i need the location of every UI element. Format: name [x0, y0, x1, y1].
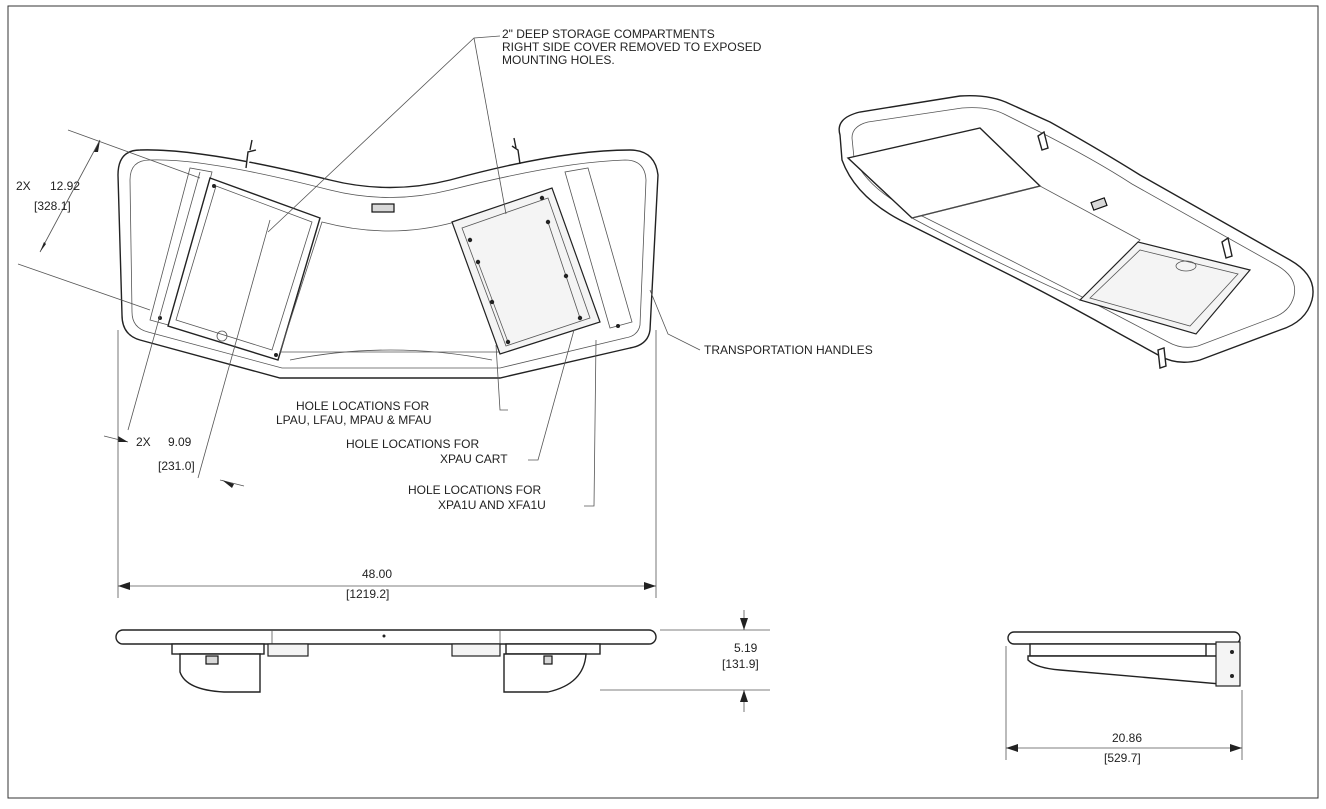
iso-frame-inner [851, 107, 1296, 348]
top-view [117, 137, 659, 379]
holes3-note-line2: XPA1U AND XFA1U [438, 498, 546, 512]
front-right-box [503, 653, 587, 693]
bay-dimension [103, 171, 271, 488]
center-label-plate [371, 203, 395, 213]
front-view-tube [115, 629, 657, 645]
side-in: 20.86 [1112, 731, 1142, 745]
center-tray-lip [289, 349, 493, 361]
right-compartment-inner [461, 197, 591, 347]
mounting-rail-2 [547, 221, 581, 319]
bay-in: 9.09 [168, 435, 192, 449]
left-compartment-cover [167, 177, 321, 361]
left-hook-icon [245, 139, 257, 169]
iso-right-compartment [1078, 241, 1252, 335]
iso-frame-outer [838, 94, 1314, 363]
holes2-leader [528, 329, 575, 461]
side-view-tube [1007, 631, 1241, 645]
side-mm: [529.7] [1104, 751, 1141, 765]
notes-text: 2" DEEP STORAGE COMPARTMENTS RIGHT SIDE … [276, 27, 873, 512]
side-dimension [1005, 646, 1243, 760]
storage-note-line2: RIGHT SIDE COVER REMOVED TO EXPOSED [502, 40, 762, 54]
bay-qty: 2X [136, 435, 151, 449]
right-end-panel [564, 167, 633, 329]
holes2-note-line2: XPAU CART [440, 452, 508, 466]
left-compartment-inner [175, 185, 313, 351]
height-mm: [131.9] [722, 657, 759, 671]
leader-lines [267, 35, 701, 507]
storage-leader-right [473, 37, 507, 215]
depth-in: 12.92 [50, 179, 80, 193]
height-in: 5.19 [734, 641, 758, 655]
depth-qty: 2X [16, 179, 31, 193]
depth-dimension [17, 129, 201, 311]
side-view-body [1027, 655, 1221, 685]
drawing-border [7, 5, 1319, 799]
holes3-leader [584, 339, 597, 507]
left-cover-latch [216, 330, 228, 342]
width-in: 48.00 [362, 567, 392, 581]
handles-leader [649, 289, 701, 351]
front-view [115, 629, 657, 693]
isometric-view [838, 94, 1314, 369]
dimension-text: 2X 12.92 [328.1] 2X 9.09 [231.0] 48.00 [… [16, 179, 1142, 765]
bay-mm: [231.0] [158, 459, 195, 473]
width-mm: [1219.2] [346, 587, 389, 601]
holes2-note-line1: HOLE LOCATIONS FOR [346, 437, 479, 451]
front-left-box [179, 653, 261, 693]
storage-note-line3: MOUNTING HOLES. [502, 53, 615, 67]
holes3-note-line1: HOLE LOCATIONS FOR [408, 483, 541, 497]
width-dimension [117, 330, 657, 598]
holes1-note-line2: LPAU, LFAU, MPAU & MFAU [276, 413, 432, 427]
right-compartment-open [451, 187, 601, 355]
side-view [1007, 631, 1241, 687]
depth-mm: [328.1] [34, 199, 71, 213]
mounting-holes [158, 184, 620, 357]
top-view-frame-inner [129, 159, 647, 369]
right-hook-icon [511, 137, 521, 165]
holes1-note-line1: HOLE LOCATIONS FOR [296, 399, 429, 413]
height-dimension [600, 610, 770, 712]
holes1-leader [495, 344, 508, 411]
handles-note: TRANSPORTATION HANDLES [704, 343, 873, 357]
storage-note-line1: 2" DEEP STORAGE COMPARTMENTS [502, 27, 715, 41]
